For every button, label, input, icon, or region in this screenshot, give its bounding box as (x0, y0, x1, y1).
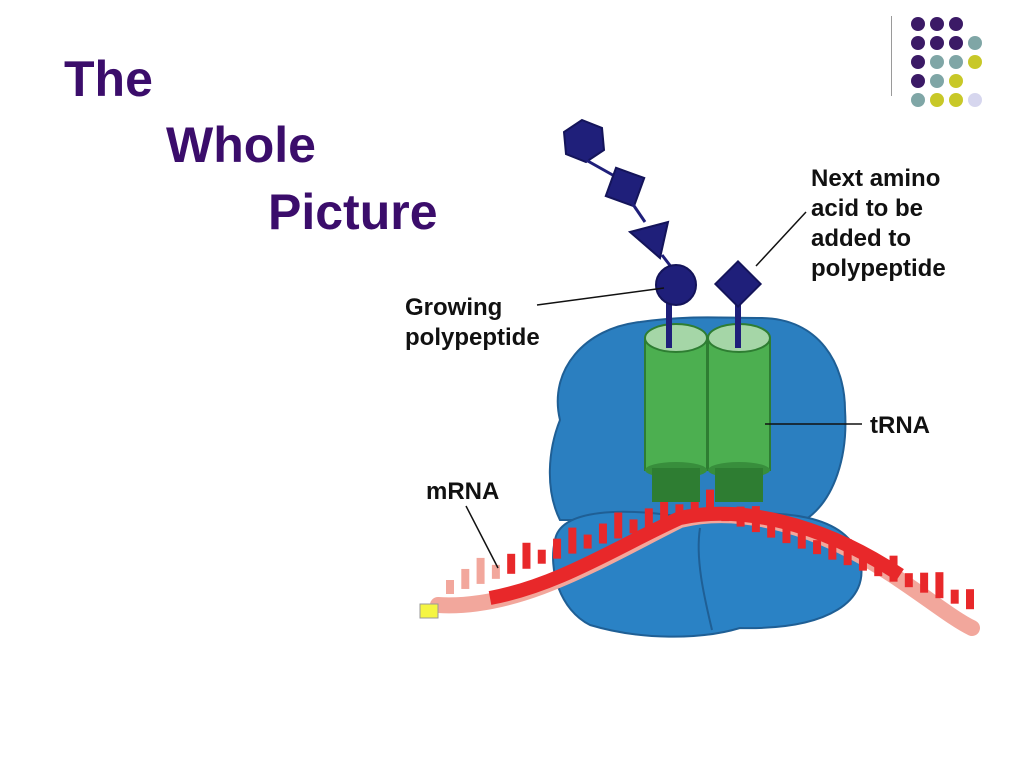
mrna-base (614, 512, 623, 539)
trna-right (707, 300, 771, 502)
decorative-dot (968, 93, 982, 107)
decorative-dot (911, 36, 925, 50)
decorative-dot (930, 93, 944, 107)
mrna-base (935, 572, 944, 599)
mrna-base (644, 508, 653, 529)
amino-acid-triangle (627, 220, 670, 260)
title-line-picture: Picture (268, 184, 438, 240)
callout-line-growing (536, 287, 665, 306)
mrna-base (583, 534, 592, 549)
label-growing-polypeptide: Growing polypeptide (405, 293, 605, 353)
decorative-dot (930, 55, 944, 69)
next-amino-acid (713, 259, 763, 309)
mrna-base (461, 568, 470, 589)
callout-line-mrna (465, 505, 499, 569)
corner-divider-line (891, 16, 892, 96)
mrna-base (537, 549, 546, 564)
mrna-base (491, 564, 500, 579)
amino-acid-circle (655, 264, 697, 306)
decorative-dot (949, 36, 963, 50)
mrna-base (813, 540, 822, 555)
trna-left (644, 300, 708, 502)
amino-acid-square (604, 166, 646, 208)
mrna-base (568, 527, 577, 554)
callout-line-next-amino (755, 211, 807, 267)
mrna-base (553, 538, 562, 559)
mrna-base (889, 555, 898, 582)
decorative-dot (949, 55, 963, 69)
decorative-dot (911, 93, 925, 107)
label-trna: tRNA (870, 412, 930, 439)
mrna-base (782, 523, 791, 544)
mrna-base (904, 573, 913, 588)
mrna-base (950, 589, 959, 604)
decorative-dot (949, 93, 963, 107)
decorative-dot (930, 36, 944, 50)
title-line-whole: Whole (166, 117, 316, 173)
decorative-dot (911, 55, 925, 69)
mrna-base (920, 572, 929, 593)
mrna-base (797, 522, 806, 549)
label-line: Next amino (811, 165, 941, 192)
subunit-groove (697, 527, 713, 631)
mrna-base (721, 507, 730, 522)
mrna-five-prime-cap (419, 603, 439, 619)
decorative-dot (968, 55, 982, 69)
label-line: polypeptide (811, 255, 946, 282)
mrna-base (690, 493, 699, 514)
decorative-dot-grid (911, 17, 982, 107)
label-mrna: mRNA (426, 478, 500, 505)
mrna-base (446, 580, 454, 594)
label-next-amino-acid: Next amino acid to be added to polypepti… (811, 164, 1011, 284)
decorative-dot (949, 17, 963, 31)
mrna-base (874, 556, 883, 577)
mrna-base (660, 497, 669, 524)
label-line: acid to be (811, 195, 924, 222)
mrna-base (843, 539, 852, 566)
mrna-base (828, 539, 837, 560)
mrna-base (476, 557, 485, 584)
amino-acid-hexagon (562, 118, 606, 164)
mrna-base (507, 553, 516, 574)
mrna-base (858, 556, 867, 571)
mrna-base (629, 519, 638, 534)
decorative-dot (911, 74, 925, 88)
mrna-base (736, 506, 745, 527)
decorative-dot (930, 17, 944, 31)
decorative-dot (968, 36, 982, 50)
mrna-base (767, 523, 776, 538)
label-line: polypeptide (405, 324, 540, 351)
mrna-bases (446, 489, 974, 610)
mrna-base (675, 504, 684, 519)
label-line: added to (811, 225, 911, 252)
mrna-base (751, 506, 760, 533)
mrna-base (522, 542, 531, 569)
label-line: Growing (405, 294, 503, 321)
mrna-base (598, 523, 607, 544)
mrna-base (966, 589, 974, 610)
decorative-dot (911, 17, 925, 31)
decorative-dot (949, 74, 963, 88)
decorative-dot (930, 74, 944, 88)
polypeptide-chain (562, 118, 697, 306)
mrna-base (706, 489, 714, 516)
title-line-the: The (64, 51, 153, 107)
